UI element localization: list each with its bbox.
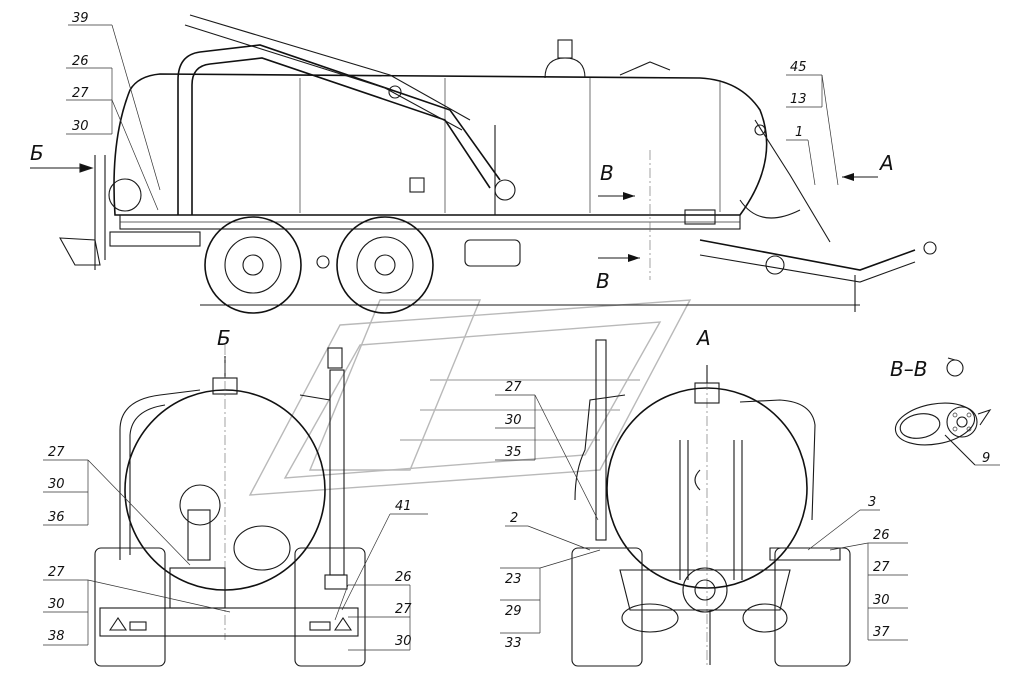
callout-30-mid: 30	[505, 413, 522, 428]
callout-9: 9	[982, 451, 990, 466]
view-label-b-view: Б	[217, 326, 231, 350]
view-label-v-top: В	[600, 161, 614, 185]
callout-30-top: 30	[72, 119, 89, 134]
callout-39: 39	[72, 11, 89, 26]
callout-1: 1	[795, 125, 803, 140]
callout-27-bm: 27	[395, 602, 412, 617]
callout-3: 3	[868, 495, 876, 510]
view-label-a-front: А	[878, 151, 894, 175]
callout-29: 29	[505, 604, 522, 619]
side-view	[30, 14, 937, 314]
callout-23: 23	[505, 572, 522, 587]
labels: Б А В В Б А В–В 39 26 27 30 45 13 1 27 3…	[30, 11, 990, 651]
callout-35: 35	[505, 445, 522, 460]
callout-38: 38	[48, 629, 65, 644]
callout-13: 13	[790, 92, 807, 107]
callout-27-mid: 27	[505, 380, 522, 395]
view-label-v-bottom: В	[596, 269, 610, 293]
callout-30-r: 30	[873, 593, 890, 608]
callout-26-bm: 26	[395, 570, 412, 585]
callout-30-bl2: 30	[48, 597, 65, 612]
callout-26-r: 26	[873, 528, 890, 543]
callout-33: 33	[505, 636, 522, 651]
callout-27-r: 27	[873, 560, 890, 575]
callout-27-top: 27	[72, 86, 89, 101]
view-label-a-view: А	[695, 326, 711, 350]
section-b-b	[894, 357, 992, 466]
callout-30-bl: 30	[48, 477, 65, 492]
callout-27-bl2: 27	[48, 565, 65, 580]
view-a-front	[571, 339, 851, 667]
callout-41: 41	[395, 499, 412, 514]
leader-lines	[43, 24, 1000, 651]
callout-37: 37	[873, 625, 890, 640]
section-label-b-b: В–В	[890, 357, 927, 381]
callout-45: 45	[790, 60, 807, 75]
callout-2: 2	[510, 511, 518, 526]
callout-26-top: 26	[72, 54, 89, 69]
view-label-b-side: Б	[30, 141, 44, 165]
view-b-rear	[94, 345, 366, 667]
watermark-logo	[248, 299, 692, 496]
callout-30-bm: 30	[395, 634, 412, 649]
callout-27-bl: 27	[48, 445, 65, 460]
callout-36: 36	[48, 510, 65, 525]
